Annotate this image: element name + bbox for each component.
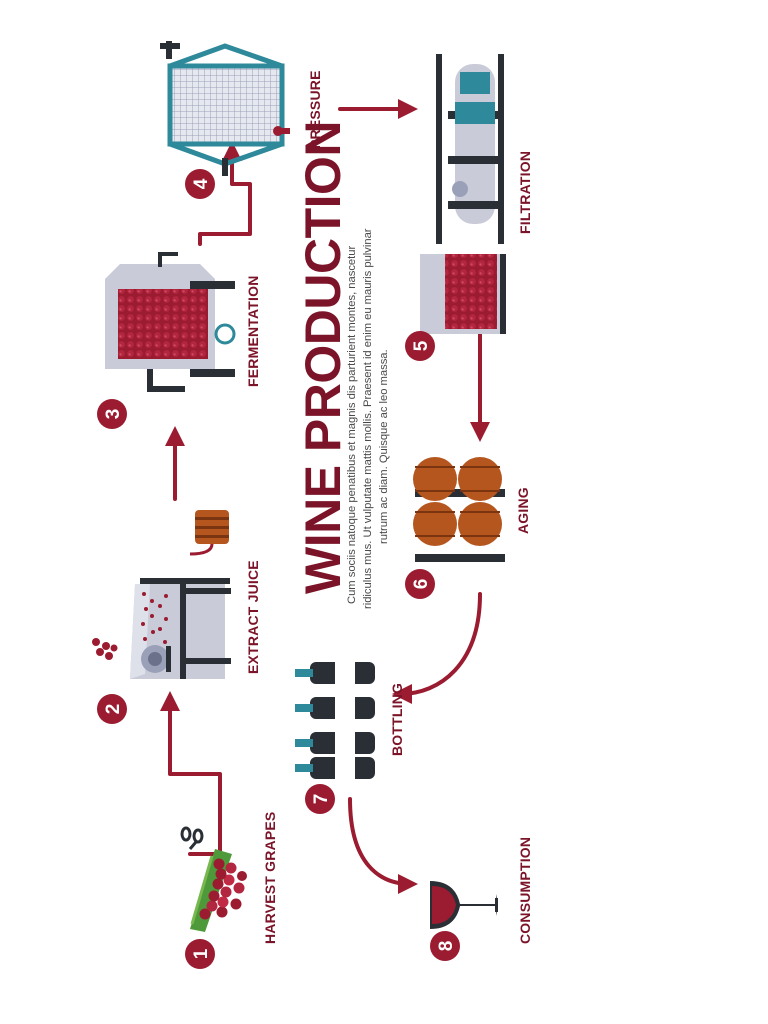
step-2-badge: [97, 694, 127, 724]
title-block: WINE PRODUCTION Cum sociis natoque penat…: [295, 121, 390, 609]
step-3-number: 3: [103, 409, 124, 420]
small-grapes-icon: [92, 638, 118, 660]
step-6-badge: [405, 569, 435, 599]
juice-droplets: [141, 592, 168, 644]
scissors-icon: [180, 826, 204, 850]
arrow-6-to-7: [392, 592, 482, 704]
step-1-label: HARVEST GRAPES: [262, 812, 278, 944]
step-7-bottling: 7 BOTTLING: [295, 662, 405, 814]
title: WINE PRODUCTION: [295, 121, 351, 594]
step-8-badge: [430, 931, 460, 961]
step-3-label: FERMENTATION: [245, 275, 261, 387]
pressure-gauge-icon: [214, 323, 236, 345]
step-7-label: BOTTLING: [389, 683, 405, 756]
crusher-machine-icon: [130, 578, 231, 679]
step-5-label: FILTRATION: [517, 151, 533, 234]
step-5-filtration: 5 FILTRATION: [405, 54, 533, 361]
step-7-number: 7: [311, 794, 332, 805]
step-2-number: 2: [103, 704, 124, 715]
step-3-fermentation: 3 FERMENTATION: [97, 252, 261, 429]
step-5-number: 5: [411, 340, 432, 351]
wine-bottles-icon: [295, 662, 375, 779]
step-8-number: 8: [436, 941, 457, 952]
arrow-1-to-2: [160, 691, 222, 856]
wine-glass-icon: [430, 881, 498, 929]
wine-press-icon: [160, 41, 290, 176]
fermentation-tank-icon: [105, 252, 236, 392]
step-1-badge: [185, 939, 215, 969]
step-2-extract-juice: 2 EXTRACT JUICE: [92, 510, 261, 724]
step-1-number: 1: [191, 948, 212, 959]
step-6-aging: 6 AGING: [405, 457, 531, 599]
step-6-number: 6: [411, 579, 432, 590]
step-4-label: PRESSURE: [307, 70, 323, 149]
barrels-icon: [413, 457, 505, 562]
arrow-7-to-8: [348, 797, 418, 894]
filtration-tank-icon: [420, 254, 506, 334]
description-line-2: ridiculus mus. Ut vulputate mattis molli…: [362, 228, 374, 609]
step-7-badge: [305, 784, 335, 814]
flow-arrows: [160, 99, 490, 894]
description-line-1: Cum sociis natoque penatibus et magnis d…: [346, 246, 358, 604]
step-1-harvest-grapes: 1 HARVEST GRAPES: [180, 812, 278, 969]
step-8-label: CONSUMPTION: [517, 837, 533, 944]
description-line-3: rutrum ac diam. Quisque ac leo massa.: [378, 349, 390, 544]
step-4-number: 4: [191, 178, 212, 189]
step-2-label: EXTRACT JUICE: [245, 560, 261, 674]
juice-barrel-icon: [189, 510, 229, 556]
step-5-badge: [405, 331, 435, 361]
step-4-pressure: 4 PRESSURE: [160, 41, 323, 199]
step-3-badge: [97, 399, 127, 429]
step-4-badge: [185, 169, 215, 199]
step-6-label: AGING: [515, 487, 531, 534]
arrow-3-to-4: [198, 141, 252, 246]
grapes-icon: [190, 849, 247, 932]
step-8-consumption: 8 CONSUMPTION: [430, 837, 533, 961]
filtration-unit-icon: [435, 54, 505, 244]
